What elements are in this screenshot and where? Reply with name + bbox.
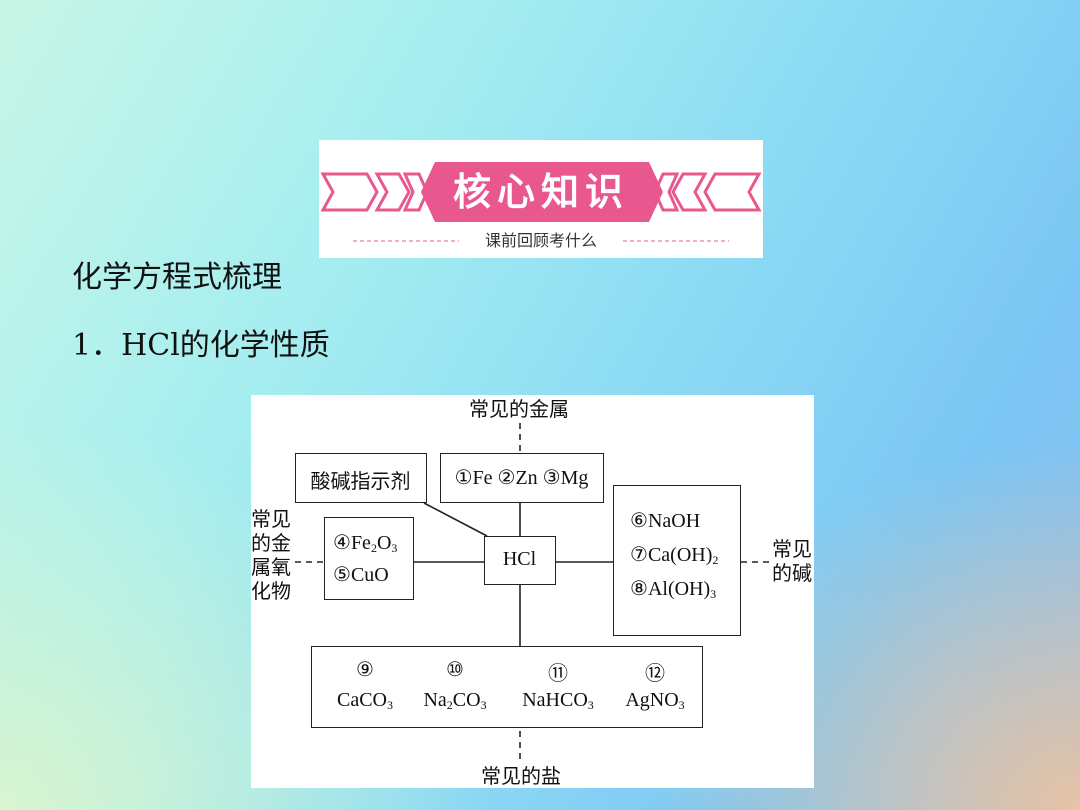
page-title: 化学方程式梳理 <box>72 260 282 295</box>
indicator-text: 酸碱指示剂 <box>310 469 411 493</box>
salt-number: ⑪ <box>548 663 568 685</box>
hcl-center-box: HCl <box>484 536 556 585</box>
salts-box: ⑨ CaCO3 ⑩ Na2CO3 ⑪ NaHCO3 ⑫ AgNO3 <box>311 646 703 728</box>
indicator-box: 酸碱指示剂 <box>295 453 427 503</box>
banner-subtitle: 课前回顾考什么 <box>484 231 597 250</box>
section-banner: 核心知识 课前回顾考什么 <box>319 140 763 258</box>
banner-title: 核心知识 <box>452 170 629 214</box>
salt-formula: NaHCO3 <box>522 689 594 712</box>
salt-number: ⑫ <box>645 663 665 685</box>
banner-decoration <box>320 162 762 242</box>
oxide-item: ⑤CuO <box>333 564 389 586</box>
oxides-box: ④Fe2O3 ⑤CuO <box>324 517 414 600</box>
base-item: ⑥NaOH <box>630 510 701 532</box>
metals-box: ①Fe ②Zn ③Mg <box>440 453 604 503</box>
salt-number: ⑨ <box>356 659 374 681</box>
label-common-salts: 常见的盐 <box>481 764 561 788</box>
base-item: ⑦Ca(OH)2 <box>630 544 719 567</box>
connector-lines <box>295 423 771 763</box>
salt-formula: CaCO3 <box>337 689 393 712</box>
hcl-center-text: HCl <box>502 548 537 570</box>
base-item: ⑧Al(OH)3 <box>630 578 717 601</box>
salt-formula: AgNO3 <box>625 689 685 712</box>
hcl-properties-diagram: 常见的金属 常见的盐 常见 的金 属氧 化物 常见 的碱 酸碱指示剂 ①Fe ②… <box>251 395 814 788</box>
connector-indicator <box>423 502 488 537</box>
label-common-metals: 常见的金属 <box>469 397 569 421</box>
bases-box: ⑥NaOH ⑦Ca(OH)2 ⑧Al(OH)3 <box>613 485 741 636</box>
label-metal-oxides: 常见 的金 属氧 化物 <box>251 507 291 603</box>
metals-list: ①Fe ②Zn ③Mg <box>454 467 589 489</box>
salt-formula: Na2CO3 <box>423 689 487 712</box>
oxide-item: ④Fe2O3 <box>333 532 398 555</box>
label-common-bases: 常见 的碱 <box>772 537 812 585</box>
section-title: 1．HCl的化学性质 <box>72 328 330 363</box>
salt-number: ⑩ <box>446 659 464 681</box>
